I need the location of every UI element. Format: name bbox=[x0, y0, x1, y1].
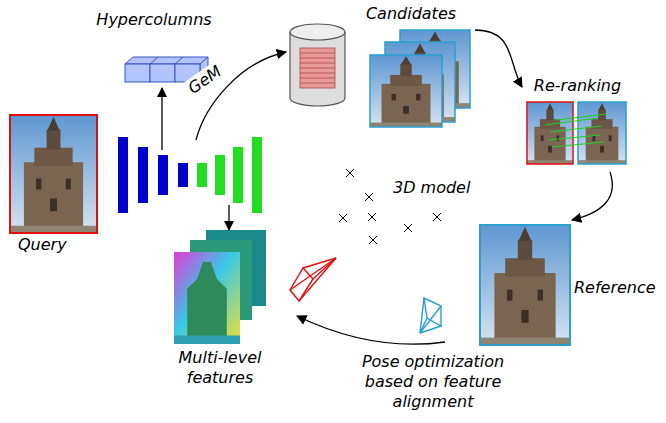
database-cylinder-part-part bbox=[300, 63, 335, 64]
reference-camera-part bbox=[420, 306, 441, 333]
re-ranking-pair-part-part bbox=[556, 114, 606, 120]
re-ranking-node: Re-ranking bbox=[525, 74, 630, 172]
re-ranking-pair-part bbox=[578, 102, 626, 164]
hypercolumn-cubes-part bbox=[125, 64, 150, 82]
cnn-decoder-part bbox=[215, 155, 225, 195]
3d-points-part bbox=[433, 213, 441, 221]
reference-image-part bbox=[480, 225, 570, 345]
database-cylinder-part bbox=[300, 48, 335, 88]
candidates-node: Candidates bbox=[365, 4, 475, 128]
candidate-images-part bbox=[370, 55, 442, 127]
feature-maps-part bbox=[174, 252, 240, 344]
3d-points-part bbox=[365, 193, 373, 201]
query-camera-part bbox=[303, 258, 336, 268]
reference-node: Reference bbox=[478, 223, 664, 347]
node-label: Hypercolumns bbox=[95, 10, 213, 30]
3d-points-part bbox=[346, 169, 354, 177]
cnn-encoder-part bbox=[118, 137, 128, 213]
re-ranking-pair bbox=[527, 102, 626, 164]
reference-camera-part bbox=[420, 318, 427, 333]
database-cylinder-part bbox=[290, 32, 345, 106]
reference-camera-part bbox=[424, 298, 441, 326]
hypercolumn-cubes-part bbox=[125, 57, 208, 64]
database-cylinder-part-part bbox=[300, 58, 335, 59]
hypercolumn-cubes-part bbox=[150, 64, 175, 82]
3d-points-part bbox=[369, 236, 377, 244]
database-cylinder-part-part bbox=[300, 83, 335, 84]
reference-image-part bbox=[480, 225, 570, 345]
re-ranking-pair-part-part bbox=[552, 142, 604, 147]
cnn-encoder-part bbox=[158, 155, 168, 195]
3d-points-part bbox=[339, 214, 347, 222]
database-cylinder bbox=[290, 24, 345, 106]
node-label: Multi-level features bbox=[165, 348, 275, 388]
cnn-decoder bbox=[197, 137, 262, 213]
candidate-images bbox=[370, 30, 470, 127]
3d-points-part bbox=[368, 213, 376, 221]
query-camera bbox=[290, 258, 336, 301]
re-ranking-pair-part bbox=[527, 102, 573, 164]
database-cylinder-part-part bbox=[300, 53, 335, 54]
re-ranking-pair-part bbox=[578, 102, 626, 164]
node-label: Reference bbox=[574, 278, 662, 298]
query-image bbox=[10, 115, 97, 233]
reference-image bbox=[480, 225, 570, 345]
database-cylinder-part-part bbox=[300, 73, 335, 74]
cnn-decoder-part bbox=[252, 137, 262, 213]
flow-arrow bbox=[475, 30, 522, 87]
cnn-decoder-part bbox=[197, 163, 207, 187]
re-ranking-pair-part-part bbox=[545, 118, 598, 125]
node-label: Candidates bbox=[365, 4, 457, 24]
cnn-encoder bbox=[118, 137, 188, 213]
cnn-arrows-part bbox=[228, 205, 229, 230]
3d-points-part bbox=[404, 224, 412, 232]
query-image-part bbox=[10, 115, 97, 233]
database-cylinder-part bbox=[300, 53, 335, 83]
re-ranking-pair-part bbox=[527, 102, 573, 164]
database-cylinder-part bbox=[290, 24, 345, 40]
pose-label: Pose optimization based on feature align… bbox=[348, 352, 518, 412]
hypercolumn-cubes-part bbox=[175, 57, 183, 64]
node-label: Re-ranking bbox=[525, 76, 630, 96]
query-camera-part bbox=[290, 268, 313, 301]
model-label: 3D model bbox=[393, 178, 483, 198]
cnn-arrows-part bbox=[161, 88, 162, 150]
features-node: Multi-level features bbox=[165, 228, 275, 398]
query-image-part bbox=[10, 115, 97, 233]
re-ranking-pair-part-part bbox=[550, 126, 602, 132]
re-ranking-pair-part-part bbox=[548, 135, 600, 140]
candidate-images-part bbox=[370, 55, 442, 127]
cnn-encoder-part bbox=[178, 163, 188, 187]
query-node: Query bbox=[8, 113, 100, 259]
reference-camera bbox=[420, 298, 441, 333]
hypercolumn-cubes-part bbox=[150, 57, 158, 64]
flow-arrow bbox=[572, 172, 612, 220]
re-ranking-pair-part bbox=[545, 114, 606, 147]
query-camera-part bbox=[299, 258, 336, 301]
database-cylinder-part-part bbox=[300, 68, 335, 69]
cnn-encoder-part bbox=[138, 147, 148, 203]
cnn-decoder-part bbox=[233, 147, 243, 203]
feature-maps bbox=[174, 230, 266, 344]
database-cylinder-part-part bbox=[300, 78, 335, 79]
node-label: Query bbox=[18, 235, 100, 255]
